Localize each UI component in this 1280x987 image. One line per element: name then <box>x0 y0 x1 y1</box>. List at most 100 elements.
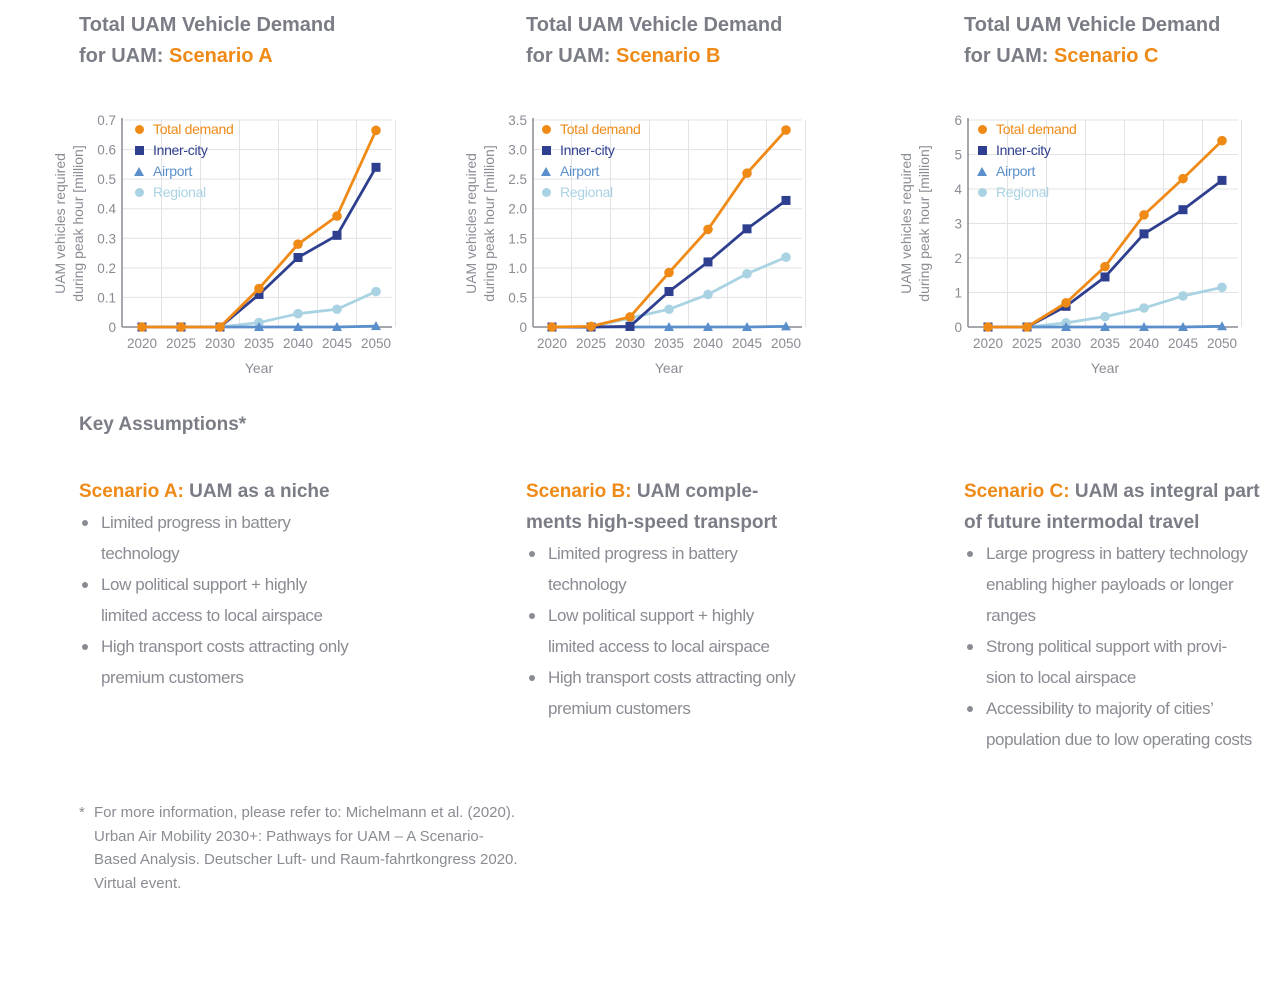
data-point <box>1022 322 1032 332</box>
y-tick-label: 1.0 <box>508 261 527 276</box>
data-point <box>664 287 674 297</box>
y-tick-label: 0 <box>954 320 962 335</box>
x-tick-label: 2045 <box>322 336 352 351</box>
data-point <box>1100 322 1110 331</box>
data-point <box>1139 210 1149 220</box>
data-point <box>371 286 381 297</box>
chart-title-c: Total UAM Vehicle Demand for UAM: Scenar… <box>964 10 1220 72</box>
y-tick-label: 3.5 <box>508 113 527 128</box>
data-point <box>371 125 381 136</box>
scenario-label: Scenario A: <box>79 481 184 502</box>
data-point <box>176 322 186 332</box>
scenario-heading: Scenario B: UAM comple-ments high-speed … <box>526 476 811 538</box>
data-point <box>1217 321 1227 331</box>
y-tick-label: 2 <box>954 251 962 266</box>
legend-label: Airport <box>560 163 600 179</box>
x-tick-label: 2030 <box>205 336 235 351</box>
scenario-heading-text: UAM as a niche <box>183 481 330 502</box>
legend-label: Airport <box>996 163 1036 179</box>
title-line1: Total UAM Vehicle Demand <box>79 14 336 36</box>
data-point <box>1139 303 1149 313</box>
data-point <box>664 304 674 315</box>
data-point <box>547 322 557 332</box>
legend-item-total: Total demand <box>975 119 1077 140</box>
x-tick-label: 2025 <box>576 336 606 351</box>
x-tick-label: 2020 <box>973 336 1003 351</box>
legend-label: Regional <box>996 184 1049 200</box>
list-item: Large progress in battery technology ena… <box>964 538 1276 631</box>
list-item: High transport costs attracting only pre… <box>79 631 391 693</box>
legend-label: Regional <box>560 184 613 200</box>
series-regional <box>1026 282 1227 329</box>
triangle-marker-icon <box>541 167 551 176</box>
y-axis-label: during peak hour [million] <box>916 145 932 301</box>
series-airport <box>220 321 381 331</box>
legend-item-inner-city: Inner-city <box>132 140 233 161</box>
chart-title-b: Total UAM Vehicle Demand for UAM: Scenar… <box>526 10 782 72</box>
x-tick-label: 2025 <box>1012 336 1042 351</box>
y-axis-label: UAM vehicles required <box>463 153 479 294</box>
title-line2: for UAM: Scenario C <box>964 41 1220 72</box>
footnote: * For more information, please refer to:… <box>79 801 519 895</box>
list-item: High transport costs attracting only pre… <box>526 662 838 724</box>
x-tick-label: 2050 <box>361 336 391 351</box>
x-tick-label: 2035 <box>1090 336 1120 351</box>
data-point <box>293 322 303 331</box>
data-point <box>1061 322 1071 331</box>
x-tick-label: 2030 <box>615 336 645 351</box>
data-point <box>703 224 713 235</box>
legend-a: Total demand Inner-city Airport Regional <box>132 119 234 203</box>
data-point <box>254 289 264 299</box>
circle-marker-icon <box>541 125 551 134</box>
series-total-demand <box>983 135 1227 332</box>
data-point <box>1178 205 1188 215</box>
x-tick-label: 2050 <box>1207 336 1237 351</box>
data-point <box>293 239 303 249</box>
y-tick-label: 3 <box>954 217 962 232</box>
data-point <box>586 321 596 332</box>
data-point <box>625 312 635 322</box>
title-accent: Scenario C <box>1053 45 1159 67</box>
footnote-marker: * <box>79 804 85 821</box>
data-point <box>371 162 381 172</box>
data-point <box>742 168 752 179</box>
series-total-demand <box>547 125 791 332</box>
data-point <box>703 322 713 331</box>
scenario-heading-text: UAM as integral part of future intermoda… <box>964 481 1260 533</box>
x-tick-label: 2045 <box>1168 336 1198 351</box>
data-point <box>742 322 752 331</box>
square-marker-icon <box>541 146 551 155</box>
bullet-list: Limited progress in battery technology L… <box>526 538 826 724</box>
data-point <box>1178 322 1188 331</box>
x-tick-label: 2035 <box>654 336 684 351</box>
y-axis-label: during peak hour [million] <box>481 145 497 301</box>
x-tick-label: 2020 <box>127 336 157 351</box>
circle-marker-icon <box>541 188 551 197</box>
data-point <box>703 257 713 267</box>
legend-label: Regional <box>153 184 206 200</box>
circle-marker-icon <box>977 125 987 134</box>
y-tick-label: 0.5 <box>508 290 527 305</box>
scenario-heading: Scenario A: UAM as a niche <box>79 476 399 507</box>
data-point <box>332 304 342 315</box>
list-item: Limited progress in battery technology <box>526 538 778 600</box>
legend-item-inner-city: Inner-city <box>975 140 1076 161</box>
x-tick-label: 2040 <box>1129 336 1159 351</box>
triangle-marker-icon <box>977 167 987 176</box>
title-accent: Scenario B <box>615 45 721 67</box>
data-point <box>1217 282 1227 293</box>
y-tick-label: 6 <box>954 113 962 128</box>
data-point <box>983 322 993 332</box>
y-tick-label: 0.4 <box>97 202 116 217</box>
data-point <box>137 322 147 332</box>
x-tick-label: 2040 <box>693 336 723 351</box>
scenario-heading: Scenario C: UAM as integral part of futu… <box>964 476 1269 538</box>
scenario-c-block: Scenario C: UAM as integral part of futu… <box>964 476 1274 755</box>
title-line1: Total UAM Vehicle Demand <box>526 14 783 36</box>
list-item: Low political support + highly limited a… <box>526 600 798 662</box>
title-line2: for UAM: Scenario A <box>79 41 335 72</box>
